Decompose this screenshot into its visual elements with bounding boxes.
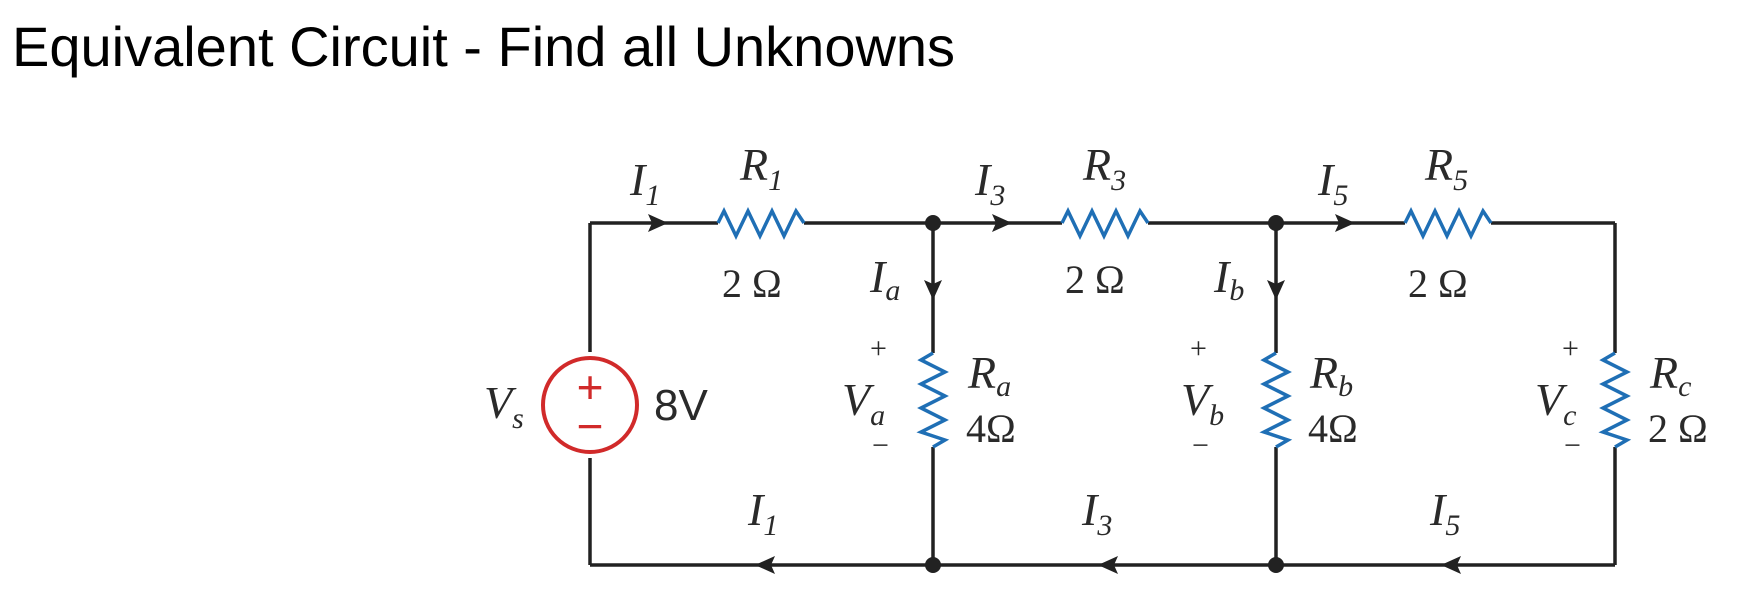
label-i1-top: I1 bbox=[629, 154, 660, 212]
arrow-ib bbox=[1267, 280, 1285, 300]
junctions bbox=[925, 215, 1284, 573]
source-minus: − bbox=[577, 400, 604, 452]
label-r1: R1 bbox=[739, 139, 783, 197]
source-plus: + bbox=[577, 361, 604, 413]
value-r3: 2 Ω bbox=[1065, 257, 1125, 302]
label-i1-bot: I1 bbox=[747, 484, 778, 542]
value-r5: 2 Ω bbox=[1408, 261, 1468, 306]
label-i3-top: I3 bbox=[974, 154, 1005, 212]
resistor-rc bbox=[1598, 351, 1632, 449]
arrow-i3-bot bbox=[1098, 556, 1118, 574]
label-i5-top: I5 bbox=[1317, 154, 1348, 212]
label-vb: Vb bbox=[1181, 374, 1224, 432]
vc-plus: + bbox=[1562, 332, 1579, 365]
current-arrows bbox=[648, 214, 1461, 574]
arrow-i1-bot bbox=[755, 556, 775, 574]
label-va: Va bbox=[842, 374, 885, 432]
label-ia: Ia bbox=[869, 251, 900, 307]
value-r1: 2 Ω bbox=[722, 261, 782, 306]
label-ra: Ra bbox=[967, 347, 1011, 403]
value-rb: 4Ω bbox=[1308, 406, 1358, 451]
va-plus: + bbox=[870, 332, 887, 365]
resistor-r3 bbox=[1060, 206, 1150, 241]
arrow-i1-top bbox=[648, 214, 668, 232]
resistor-r1 bbox=[716, 206, 806, 241]
value-rc: 2 Ω bbox=[1648, 406, 1708, 451]
junction-dot bbox=[1268, 557, 1284, 573]
vb-minus: − bbox=[1192, 429, 1209, 462]
source-label: Vs bbox=[484, 377, 524, 435]
junction-dot bbox=[925, 215, 941, 231]
label-rc: Rc bbox=[1649, 347, 1691, 403]
label-rb: Rb bbox=[1309, 347, 1353, 403]
junction-dot bbox=[925, 557, 941, 573]
voltage-source: + − bbox=[541, 356, 639, 454]
label-vc: Vc bbox=[1535, 374, 1576, 432]
source-value: 8V bbox=[654, 381, 708, 430]
value-ra: 4Ω bbox=[966, 406, 1016, 451]
va-minus: − bbox=[872, 429, 889, 462]
arrow-i5-top bbox=[1335, 214, 1355, 232]
label-r3: R3 bbox=[1082, 139, 1126, 197]
vb-plus: + bbox=[1190, 332, 1207, 365]
arrow-i3-top bbox=[992, 214, 1012, 232]
label-ib: Ib bbox=[1213, 251, 1244, 307]
arrow-ia bbox=[924, 280, 942, 300]
page-title: Equivalent Circuit - Find all Unknowns bbox=[12, 15, 956, 78]
junction-dot bbox=[1268, 215, 1284, 231]
resistor-ra bbox=[916, 351, 950, 449]
resistor-r5 bbox=[1403, 206, 1493, 241]
label-i3-bot: I3 bbox=[1081, 484, 1112, 542]
label-i5-bot: I5 bbox=[1429, 484, 1460, 542]
resistor-rb bbox=[1259, 351, 1293, 449]
label-r5: R5 bbox=[1424, 139, 1468, 197]
source-circle bbox=[541, 356, 639, 454]
arrow-i5-bot bbox=[1441, 556, 1461, 574]
vc-minus: − bbox=[1564, 429, 1581, 462]
